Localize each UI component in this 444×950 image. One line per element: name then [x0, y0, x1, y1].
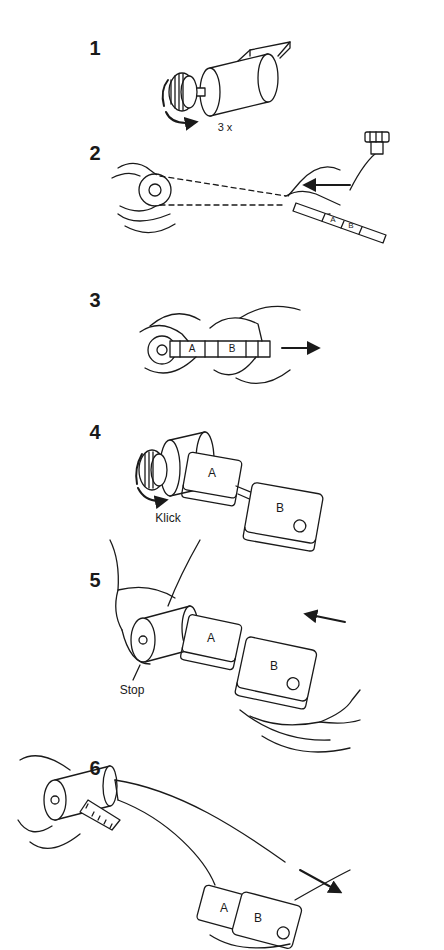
step-number: 6: [89, 758, 100, 778]
action-note: Stop: [120, 684, 145, 696]
step-number: 4: [89, 422, 100, 442]
step-number: 3: [89, 290, 100, 310]
hands-threading: [112, 132, 389, 243]
part-letter: B: [348, 222, 353, 230]
turn-count: 3 x: [218, 122, 233, 133]
step-number: 1: [89, 38, 100, 58]
part-letter: A: [330, 216, 335, 224]
part-letter: A: [220, 902, 228, 914]
part-letter: B: [270, 660, 278, 672]
step-number: 2: [89, 143, 100, 163]
part-letter: B: [276, 502, 284, 514]
spool-device: [163, 42, 290, 123]
hands-pulling-tape: [140, 306, 318, 383]
action-note: Klick: [155, 512, 180, 524]
part-letter: A: [208, 467, 216, 479]
hand-pulling-cards: [110, 540, 360, 752]
hands-removing-film: [18, 756, 350, 950]
part-letter: B: [254, 912, 262, 924]
part-letter: B: [229, 344, 236, 354]
part-letter: A: [207, 632, 215, 644]
step-number: 5: [89, 570, 100, 590]
device-with-cards: [136, 432, 323, 552]
part-letter: A: [189, 344, 196, 354]
